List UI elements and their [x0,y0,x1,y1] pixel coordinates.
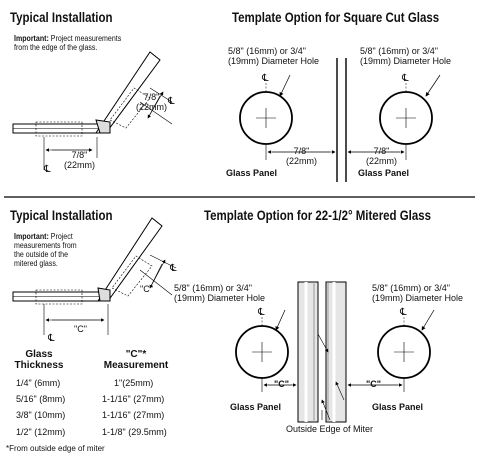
table-cell-thickness: 1/4" (6mm) [16,378,61,388]
centerline-icon: ℄ [48,333,55,344]
square-right-panel-label: Glass Panel [358,168,410,178]
dim-b-label: 7/8"(22mm) [136,92,167,112]
installation-drawing-mitered [12,217,177,335]
template-mitered-title: Template Option for 22-1/2° Mitered Glas… [204,207,432,223]
mitered-left-dim: "C" [274,379,290,389]
template-square-left-panel [239,58,338,182]
typical-installation-title-1: Typical Installation [10,9,113,25]
table-cell-thickness: 1/2" (12mm) [16,427,66,437]
hole-label-line: 5/8" (16mm) or 3/4" [372,283,450,293]
header-line: "C"* [125,349,147,360]
template-mitered-right-panel [325,281,435,423]
note-text-2: Project measurements from the outside of… [14,232,77,268]
centerline-icon: ℄ [44,164,51,175]
dim-a-value: 7/8" [71,150,88,160]
square-left-hole-label: 5/8" (16mm) or 3/4"(19mm) Diameter Hole [228,46,319,66]
dim-a-label: 7/8"(22mm) [64,150,95,170]
miter-edge-label: Outside Edge of Miter [286,424,374,434]
centerline-icon: ℄ [262,73,269,84]
hole-label-line: 5/8" (16mm) or 3/4" [228,46,306,56]
centerline-icon: ℄ [170,263,177,274]
square-right-hole-label: 5/8" (16mm) or 3/4"(19mm) Diameter Hole [360,46,451,66]
template-square-right-panel [345,58,441,182]
note-prefix-1: Important: [14,34,49,43]
square-left-dim: 7/8"(22mm) [286,146,317,166]
table-cell-measurement: 1-1/16" (27mm) [102,394,165,404]
hole-label-line: 5/8" (16mm) or 3/4" [360,46,438,56]
table-cell-measurement: 1"(25mm) [114,378,154,388]
hole-label-line: (19mm) Diameter Hole [228,56,320,66]
note-prefix-2: Important: [14,232,49,241]
centerline-icon: ℄ [402,73,409,84]
table-cell-thickness: 3/8" (10mm) [16,410,66,420]
mitered-right-dim: "C" [366,379,382,389]
dim-c-label-1: "C" [74,324,87,334]
header-line: Glass [25,349,53,360]
header-line: Thickness [14,360,64,371]
hole-label-line: (19mm) Diameter Hole [372,293,464,303]
template-mitered-left-panel [235,281,319,423]
dim-value: 7/8" [293,146,310,156]
table-cell-measurement: 1-1/8" (29.5mm) [102,427,167,437]
mitered-right-hole-label: 5/8" (16mm) or 3/4"(19mm) Diameter Hole [372,283,463,303]
installation-note-2: Important: Project measurements from the… [14,232,83,268]
template-square-title: Template Option for Square Cut Glass [232,9,440,25]
header-line: Measurement [103,360,169,371]
dim-b-mm: (22mm) [136,102,167,112]
note-text-1: Project measurements from the edge of th… [14,34,122,52]
centerline-icon: ℄ [400,307,407,318]
hole-label-line: (19mm) Diameter Hole [174,293,266,303]
dim-c-label-2: "C" [140,284,153,294]
table-cell-thickness: 5/16" (8mm) [16,394,66,404]
hole-label-line: (19mm) Diameter Hole [360,56,452,66]
mitered-right-panel-label: Glass Panel [372,402,424,412]
table-header-measurement: "C"*Measurement [96,349,176,371]
centerline-icon: ℄ [168,96,175,107]
table-footnote: *From outside edge of miter [6,444,105,453]
mitered-left-panel-label: Glass Panel [230,402,282,412]
typical-installation-title-2: Typical Installation [10,207,113,223]
dim-value: 7/8" [373,146,390,156]
square-left-panel-label: Glass Panel [226,168,278,178]
dim-a-mm: (22mm) [64,160,95,170]
dim-mm: (22mm) [366,156,397,166]
installation-note-1: Important: Project measurements from the… [14,34,137,52]
dim-b-value: 7/8" [143,92,160,102]
square-right-dim: 7/8"(22mm) [366,146,397,166]
mitered-left-hole-label: 5/8" (16mm) or 3/4"(19mm) Diameter Hole [174,283,265,303]
hole-label-line: 5/8" (16mm) or 3/4" [174,283,252,293]
table-cell-measurement: 1-1/16" (27mm) [102,410,165,420]
centerline-icon: ℄ [258,307,265,318]
dim-mm: (22mm) [286,156,317,166]
